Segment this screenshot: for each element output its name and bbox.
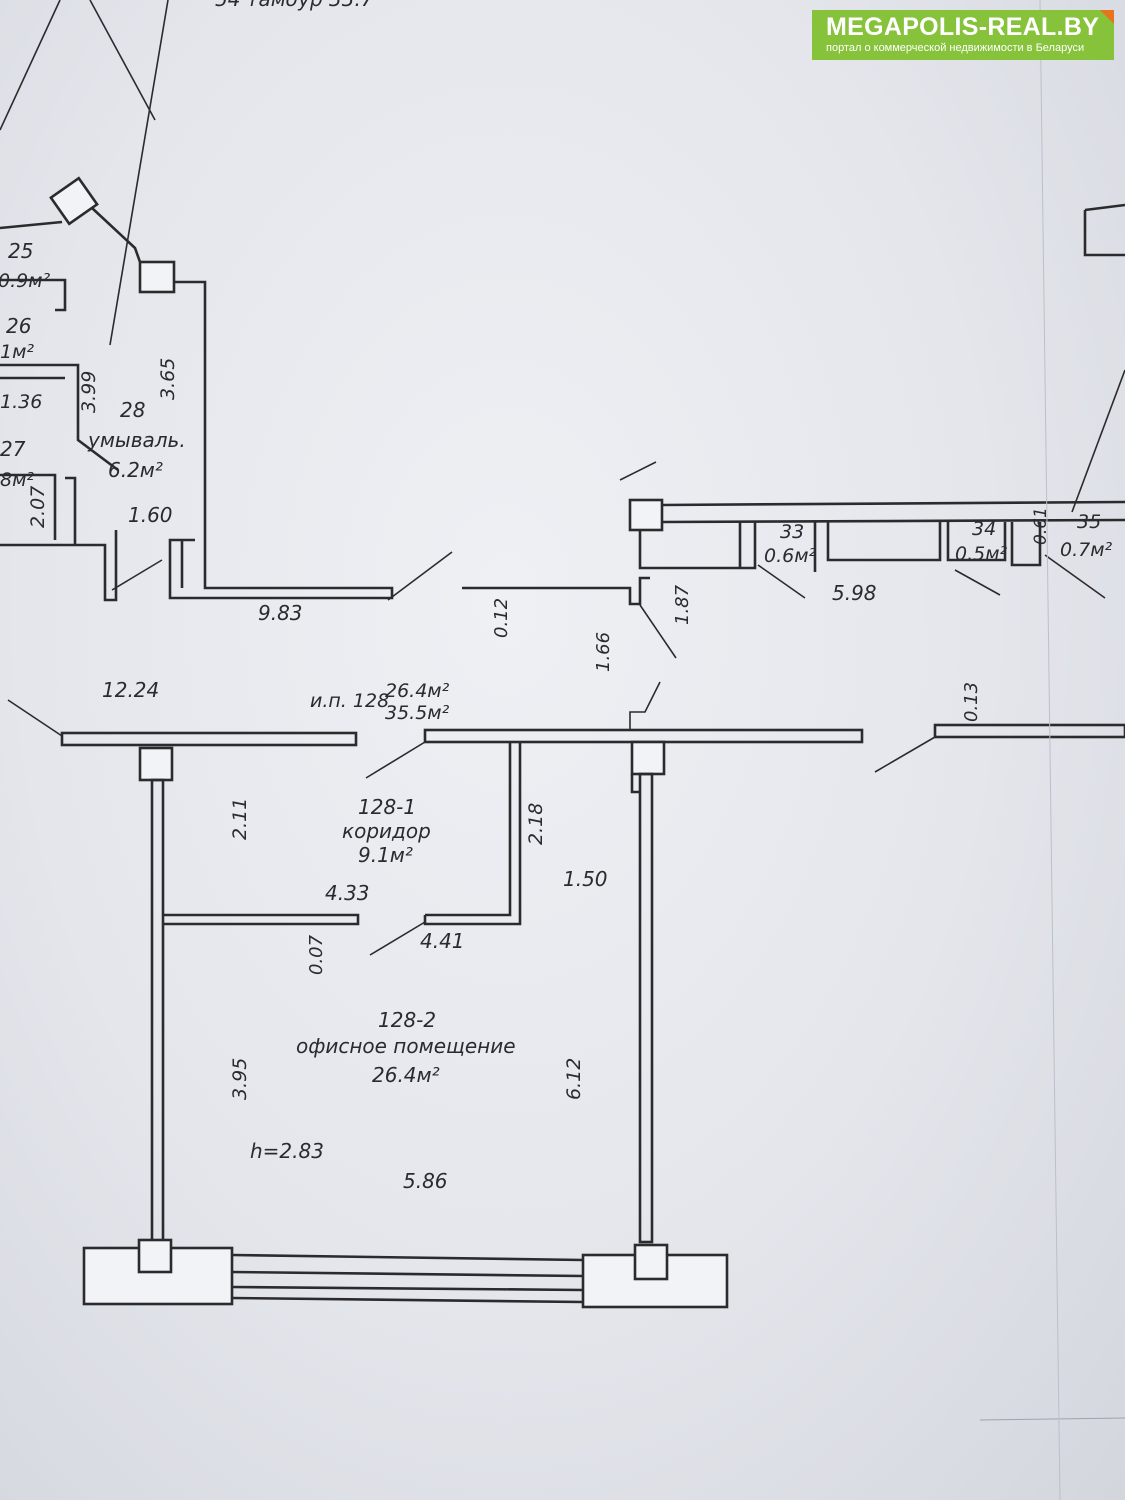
- column-block: [49, 176, 99, 226]
- top-cutoff-text: 54 тамбур 33.7: [215, 0, 374, 11]
- unit-128-walls: [7, 681, 1125, 1309]
- room-25-number: 25: [8, 239, 33, 263]
- page-fold: [1039, 0, 1061, 1500]
- dim-4-41: 4.41: [420, 929, 465, 953]
- column-block: [138, 260, 176, 294]
- dim-1-87: 1.87: [672, 584, 693, 625]
- dim-4-33: 4.33: [325, 881, 370, 905]
- ceiling-height: h=2.83: [250, 1139, 324, 1163]
- dim-2-11: 2.11: [229, 798, 251, 840]
- room-128-1-name: коридор: [342, 819, 431, 843]
- dim-3-99: 3.99: [78, 371, 100, 413]
- left-rooms-walls: [0, 176, 453, 602]
- dim-3-95: 3.95: [229, 1058, 251, 1100]
- room-26-number: 26: [6, 314, 31, 338]
- watermark-site: MEGAPOLIS-REAL.BY: [826, 13, 1100, 41]
- dim-9-83: 9.83: [258, 601, 303, 625]
- watermark-tagline: портал о коммерческой недвижимости в Бел…: [826, 42, 1085, 54]
- dim-12-24: 12.24: [102, 678, 159, 702]
- room-34-number: 34: [972, 518, 996, 540]
- dim-0-61: 0.61: [1031, 507, 1051, 545]
- room-34-area: 0.5м²: [955, 543, 1008, 565]
- dim-5-98: 5.98: [832, 581, 877, 605]
- room-128-1-number: 128-1: [358, 795, 416, 819]
- room-33-number: 33: [780, 521, 804, 543]
- room-25-area: 0.9м²: [0, 270, 51, 292]
- room-28-area: 6.2м²: [108, 458, 163, 482]
- dim-2-07: 2.07: [27, 486, 49, 528]
- dim-0-12: 0.12: [491, 598, 512, 638]
- room-128-2-number: 128-2: [378, 1008, 436, 1032]
- dim-1-66: 1.66: [593, 632, 614, 672]
- dim-1-36: 1.36: [0, 391, 42, 413]
- dim-0-07: 0.07: [306, 934, 327, 975]
- dim-0-13: 0.13: [961, 682, 982, 722]
- column-block: [137, 1238, 173, 1274]
- column-block: [630, 740, 666, 776]
- unit-128-label: и.п. 128: [310, 690, 389, 712]
- dim-5-86: 5.86: [403, 1169, 448, 1193]
- dim-2-18: 2.18: [525, 803, 547, 845]
- watermark-badge: MEGAPOLIS-REAL.BY портал о коммерческой …: [812, 10, 1114, 60]
- room-28-name: умываль.: [87, 428, 186, 452]
- leader-lines: [0, 0, 169, 346]
- room-33-area: 0.6м²: [764, 545, 817, 567]
- watermark-corner-flag: [1100, 10, 1114, 24]
- room-128-2-name: офисное помещение: [296, 1034, 516, 1058]
- room-27-area: 8м²: [0, 469, 34, 491]
- room-128-1-area: 9.1м²: [358, 843, 413, 867]
- room-27-number: 27: [0, 437, 26, 461]
- dim-6-12: 6.12: [563, 1058, 585, 1100]
- room-35-number: 35: [1077, 511, 1101, 533]
- room-35-area: 0.7м²: [1060, 539, 1113, 561]
- column-block: [628, 498, 664, 532]
- right-rooms-walls: [462, 203, 1125, 659]
- room-28-number: 28: [120, 398, 145, 422]
- dim-1-60: 1.60: [128, 503, 173, 527]
- page-fold: [979, 1417, 1125, 1421]
- dim-1-50: 1.50: [563, 867, 608, 891]
- column-block: [633, 1243, 669, 1281]
- room-128-2-area: 26.4м²: [372, 1063, 440, 1087]
- unit-128-area-total: 35.5м²: [385, 702, 450, 724]
- unit-128-area-main: 26.4м²: [385, 680, 450, 702]
- dim-3-65: 3.65: [157, 358, 179, 400]
- column-block: [138, 746, 174, 782]
- room-26-area: 1м²: [0, 341, 34, 363]
